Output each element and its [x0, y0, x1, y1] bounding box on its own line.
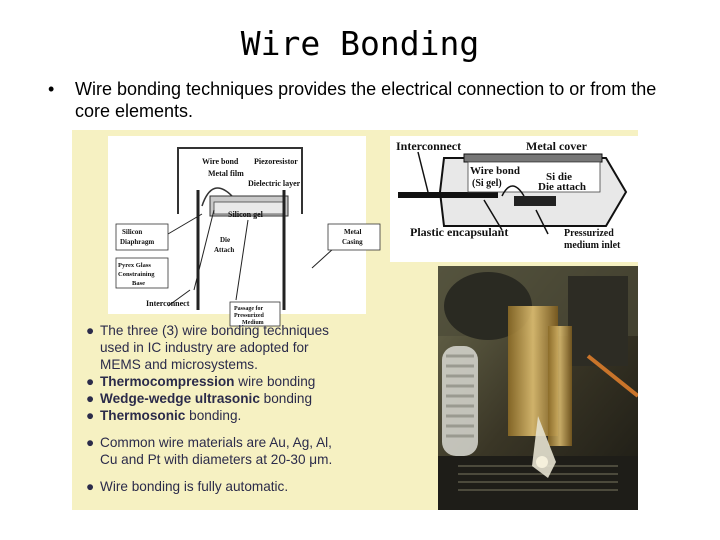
- technique-name: Thermocompression: [100, 374, 235, 389]
- list-bullet: ●: [86, 323, 95, 338]
- technique-suffix: bonding: [259, 391, 313, 406]
- sensor-cross-section-diagram: Wire bond Piezoresistor Metal film Diele…: [108, 136, 381, 327]
- technique-name: Wedge-wedge ultrasonic: [100, 391, 260, 406]
- label-plastic-encapsulant: Plastic encapsulant: [410, 225, 508, 239]
- list-text: MEMS and microsystems.: [100, 357, 258, 372]
- list-text: The three (3) wire bonding techniques: [100, 323, 329, 338]
- list-item-thermocompression: ● Thermocompression wire bonding: [84, 373, 374, 390]
- label-interconnect-right: Interconnect: [396, 139, 461, 153]
- list-bullet: ●: [86, 374, 95, 389]
- bullet-marker: •: [48, 79, 55, 99]
- wire-bonding-list: ● The three (3) wire bonding techniques …: [84, 322, 374, 495]
- label-base: Base: [132, 280, 145, 287]
- list-text: Common wire materials are Au, Ag, Al,: [100, 435, 332, 450]
- label-passage-for: Passage for: [234, 306, 263, 312]
- list-bullet: ●: [86, 408, 95, 423]
- list-bullet: ●: [86, 479, 95, 494]
- label-silicon-gel: Silicon gel: [228, 210, 264, 219]
- label-constraining: Constraining: [118, 271, 155, 278]
- technique-name: Thermosonic: [100, 408, 186, 423]
- label-metal: Metal: [344, 228, 362, 236]
- list-item-automatic: ● Wire bonding is fully automatic.: [84, 478, 374, 495]
- list-item-wedge-wedge: ● Wedge-wedge ultrasonic bonding: [84, 390, 374, 407]
- label-metal-film: Metal film: [208, 169, 244, 178]
- label-dielectric-layer: Dielectric layer: [248, 179, 301, 188]
- wire-bonder-photo: [438, 266, 638, 510]
- label-silicon: Silicon: [122, 228, 142, 236]
- label-casing: Casing: [342, 238, 363, 246]
- list-text: Cu and Pt with diameters at 20-30 μm.: [100, 452, 333, 467]
- label-metal-cover: Metal cover: [526, 139, 588, 153]
- technique-suffix: bonding.: [185, 408, 242, 423]
- list-item-materials: ● Common wire materials are Au, Ag, Al, …: [84, 434, 374, 468]
- label-attach: Attach: [214, 246, 234, 254]
- label-die: Die: [220, 236, 230, 244]
- list-text: used in IC industry are adopted for: [100, 340, 309, 355]
- wire-bonder-photo-image: [438, 266, 638, 510]
- label-die-attach: Die attach: [538, 181, 586, 193]
- list-item-techniques: ● The three (3) wire bonding techniques …: [84, 322, 374, 373]
- label-piezoresistor: Piezoresistor: [254, 157, 298, 166]
- label-medium: Medium: [242, 320, 264, 326]
- slide-title: Wire Bonding: [240, 24, 480, 63]
- label-pressurized-right: Pressurized: [564, 228, 614, 239]
- package-diagram: Interconnect Metal cover Wire bond (Si g…: [390, 136, 638, 262]
- figure-panel: Wire bond Piezoresistor Metal film Diele…: [72, 130, 638, 510]
- list-bullet: ●: [86, 435, 95, 450]
- label-wire-bond-right: Wire bond: [470, 165, 520, 177]
- bullet-text: Wire bonding techniques provides the ele…: [75, 79, 657, 121]
- label-interconnect-left: Interconnect: [146, 299, 190, 308]
- label-wire-bond: Wire bond: [202, 157, 239, 166]
- technique-suffix: wire bonding: [234, 374, 316, 389]
- label-medium-inlet: medium inlet: [564, 240, 621, 251]
- label-pressurized: Pressurized: [234, 313, 265, 319]
- label-pyrex-glass: Pyrex Glass: [118, 262, 151, 269]
- label-si-die: Si die: [546, 171, 572, 183]
- list-text: Wire bonding is fully automatic.: [100, 479, 289, 494]
- label-diaphragm: Diaphragm: [120, 238, 154, 246]
- list-item-thermosonic: ● Thermosonic bonding.: [84, 407, 374, 424]
- label-si-gel: (Si gel): [472, 178, 502, 189]
- list-bullet: ●: [86, 391, 95, 406]
